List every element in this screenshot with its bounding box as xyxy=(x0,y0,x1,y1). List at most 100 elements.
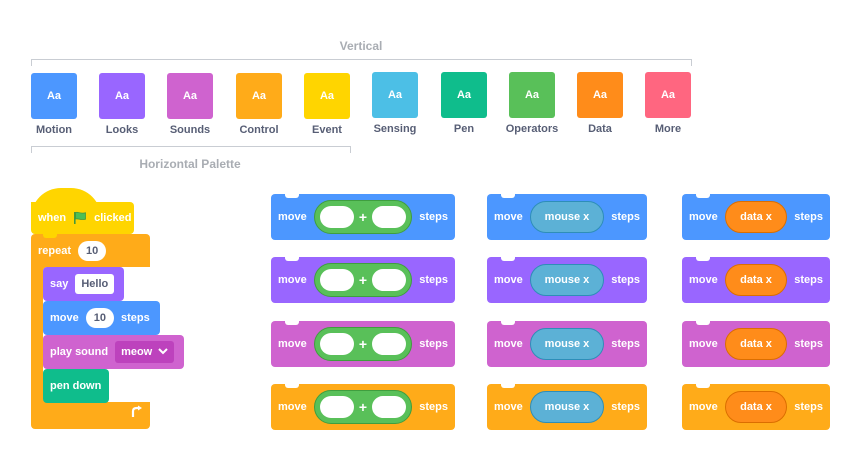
move-label: move xyxy=(494,401,523,413)
operand-input[interactable] xyxy=(372,269,407,291)
loop-arrow-icon xyxy=(130,405,144,419)
category-label-control: Control xyxy=(239,124,279,136)
mouse-x-reporter[interactable]: mouse x xyxy=(529,391,605,423)
swatch-sounds[interactable]: Aa xyxy=(167,73,213,119)
steps-label: steps xyxy=(794,338,823,350)
move-mouse-x-block-looks[interactable]: move mouse x steps xyxy=(487,257,647,303)
say-text-input[interactable]: Hello xyxy=(75,274,115,294)
move-plus-block-motion[interactable]: move + steps xyxy=(271,194,455,240)
move-label: move xyxy=(689,211,718,223)
pen-down-label: pen down xyxy=(50,380,102,392)
move-label: move xyxy=(278,274,307,286)
say-block[interactable]: say Hello xyxy=(43,267,124,301)
move-plus-block-looks[interactable]: move + steps xyxy=(271,257,455,303)
repeat-count-input[interactable]: 10 xyxy=(78,241,107,261)
data-x-reporter[interactable]: data x xyxy=(724,201,788,233)
category-label-motion: Motion xyxy=(35,124,73,136)
category-label-sensing: Sensing xyxy=(373,123,417,135)
steps-label: steps xyxy=(419,338,448,350)
move-plus-block-sounds[interactable]: move+steps xyxy=(271,321,455,367)
block-notch xyxy=(501,194,515,198)
steps-label: steps xyxy=(419,211,448,223)
steps-label: steps xyxy=(611,274,640,286)
block-notch xyxy=(501,257,515,261)
swatch-event[interactable]: Aa xyxy=(304,73,350,119)
move-label: move xyxy=(278,211,307,223)
steps-label: steps xyxy=(611,338,640,350)
move-label: move xyxy=(278,401,307,413)
horizontal-ruler xyxy=(31,146,351,153)
plus-label: + xyxy=(358,336,368,352)
block-notch xyxy=(285,257,299,261)
move-steps-input[interactable]: 10 xyxy=(85,308,114,328)
vertical-heading: Vertical xyxy=(339,39,383,53)
steps-label: steps xyxy=(419,274,448,286)
swatch-operators[interactable]: Aa xyxy=(509,72,555,118)
operand-input[interactable] xyxy=(319,396,354,418)
steps-label: steps xyxy=(611,211,640,223)
data-x-reporter[interactable]: data x xyxy=(724,328,788,360)
swatch-more[interactable]: Aa xyxy=(645,72,691,118)
move-plus-block-control[interactable]: move + steps xyxy=(271,384,455,430)
block-notch xyxy=(501,384,515,388)
move-block[interactable]: move 10 steps xyxy=(43,301,160,335)
repeat-header: repeat 10 xyxy=(31,238,107,264)
plus-label: + xyxy=(358,399,368,415)
block-notch xyxy=(696,194,710,198)
operand-input[interactable] xyxy=(372,333,407,355)
move-label: move xyxy=(689,274,718,286)
data-x-reporter[interactable]: data x xyxy=(724,264,788,296)
category-label-more: More xyxy=(654,123,682,135)
mouse-x-reporter[interactable]: mouse x xyxy=(529,328,605,360)
move-data-x-block-motion[interactable]: move data x steps xyxy=(682,194,830,240)
block-notch xyxy=(285,194,299,198)
clicked-label: clicked xyxy=(94,212,132,224)
operand-input[interactable] xyxy=(372,396,407,418)
chevron-down-icon xyxy=(158,346,168,358)
operand-input[interactable] xyxy=(319,333,354,355)
data-x-reporter[interactable]: data x xyxy=(724,391,788,423)
move-label: move xyxy=(689,401,718,413)
move-data-x-block-looks[interactable]: move data x steps xyxy=(682,257,830,303)
category-label-looks: Looks xyxy=(105,124,139,136)
block-notch xyxy=(696,321,710,325)
operand-input[interactable] xyxy=(319,269,354,291)
plus-operator-reporter[interactable]: + xyxy=(313,390,413,424)
mouse-x-reporter[interactable]: mouse x xyxy=(529,264,605,296)
when-flag-clicked-block[interactable]: when clicked xyxy=(31,202,134,234)
swatch-data[interactable]: Aa xyxy=(577,72,623,118)
block-notch xyxy=(285,321,299,325)
plus-operator-reporter[interactable]: + xyxy=(313,263,413,297)
swatch-control[interactable]: Aa xyxy=(236,73,282,119)
horizontal-heading: Horizontal Palette xyxy=(139,157,241,171)
move-label: move xyxy=(494,274,523,286)
swatch-motion[interactable]: Aa xyxy=(31,73,77,119)
vertical-ruler xyxy=(31,59,692,66)
swatch-sensing[interactable]: Aa xyxy=(372,72,418,118)
plus-operator-reporter[interactable]: + xyxy=(313,327,413,361)
steps-label: steps xyxy=(794,211,823,223)
block-notch xyxy=(285,384,299,388)
steps-label: steps xyxy=(419,401,448,413)
block-notch xyxy=(696,257,710,261)
swatch-looks[interactable]: Aa xyxy=(99,73,145,119)
operand-input[interactable] xyxy=(372,206,407,228)
swatch-pen[interactable]: Aa xyxy=(441,72,487,118)
operand-input[interactable] xyxy=(319,206,354,228)
block-notch xyxy=(696,384,710,388)
green-flag-icon xyxy=(73,211,87,225)
plus-operator-reporter[interactable]: + xyxy=(313,200,413,234)
mouse-x-reporter[interactable]: mouse x xyxy=(529,201,605,233)
move-label: move xyxy=(50,312,79,324)
steps-label: steps xyxy=(794,274,823,286)
category-label-pen: Pen xyxy=(453,123,475,135)
steps-label: steps xyxy=(121,312,150,324)
sound-dropdown[interactable]: meow xyxy=(115,341,175,363)
play-sound-block[interactable]: play sound meow xyxy=(43,335,184,369)
pen-down-block[interactable]: pen down xyxy=(43,369,109,403)
